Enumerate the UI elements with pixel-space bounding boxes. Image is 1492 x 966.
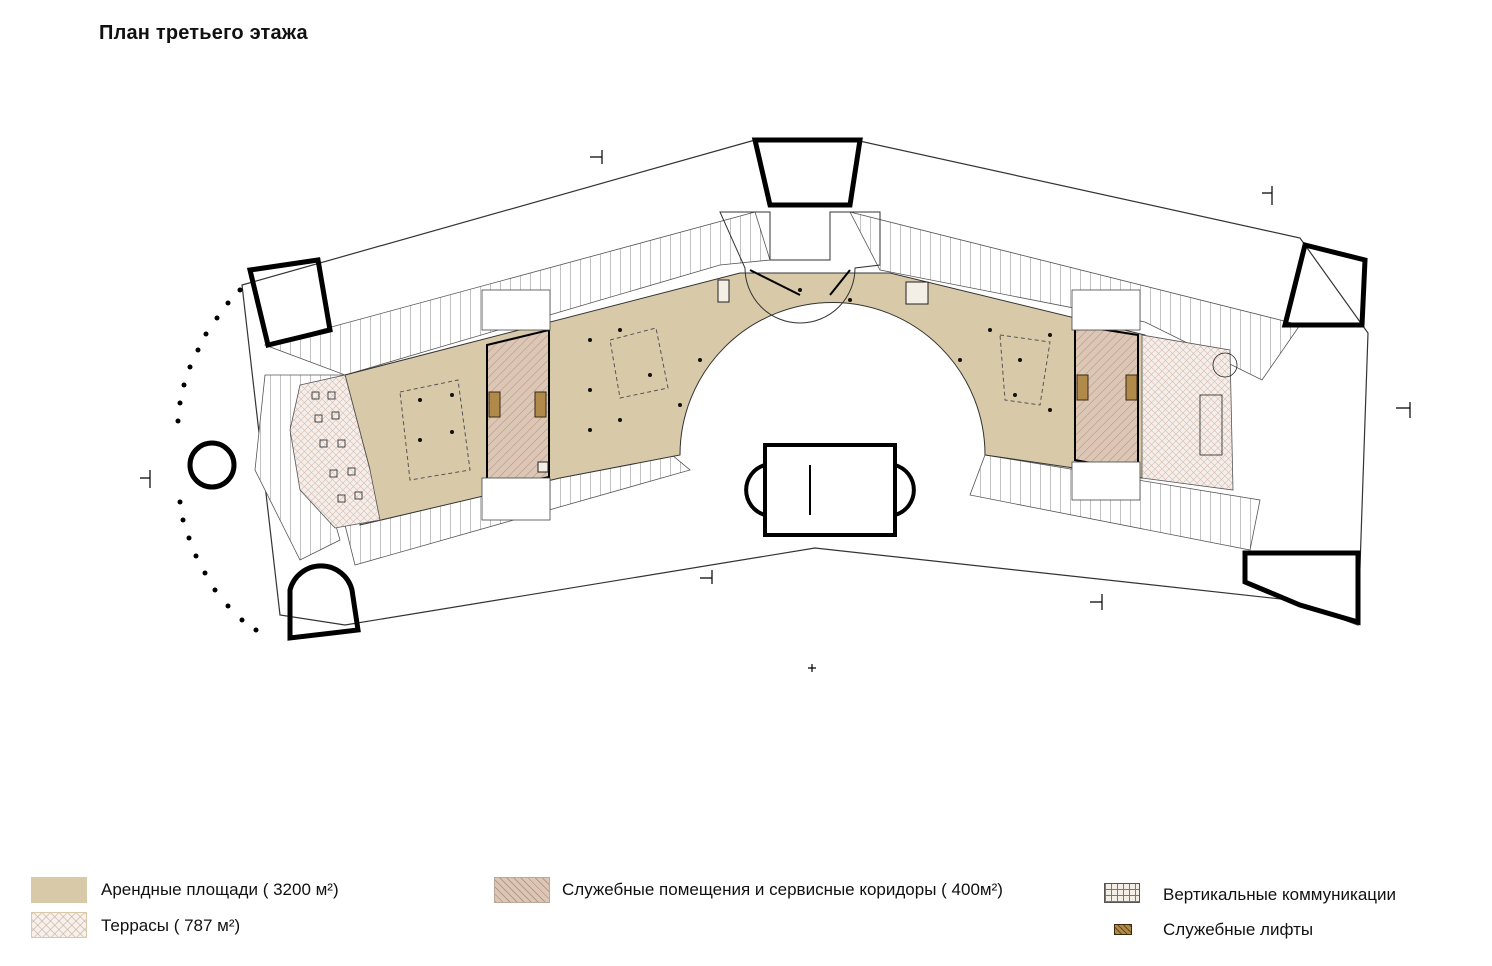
legend-label-rent: Арендные площади ( 3200 м²) [101, 880, 339, 899]
service-room-west [486, 328, 550, 492]
legend-label-terraces: Террасы ( 787 м²) [101, 916, 241, 935]
towers [187, 137, 1368, 641]
church [744, 443, 916, 537]
legend-swatch-service [494, 877, 550, 903]
colonnade [175, 287, 259, 633]
legend-swatch-vertical [1104, 883, 1140, 903]
legend-swatch-lifts [1114, 924, 1132, 935]
legend-label-vertical: Вертикальные коммуникации [1163, 885, 1397, 904]
terrace-west [289, 374, 381, 529]
section-markers [140, 150, 1411, 672]
column-dots [418, 288, 1052, 442]
legend-label-lifts: Служебные лифты [1163, 920, 1314, 939]
terrace-east [1141, 334, 1234, 491]
light-wells [399, 327, 1051, 481]
legend-swatch-rent [31, 877, 87, 903]
terrace-seating [311, 352, 1238, 503]
stair-cores [481, 289, 1141, 521]
page-title: План третьего этажа [99, 22, 308, 44]
service-room-east [1074, 323, 1139, 474]
legend-swatch-terraces [31, 912, 87, 938]
legend-label-service: Служебные помещения и сервисные коридоры… [562, 880, 1003, 899]
vertical-communications [537, 279, 929, 473]
archway-portal [719, 211, 881, 324]
